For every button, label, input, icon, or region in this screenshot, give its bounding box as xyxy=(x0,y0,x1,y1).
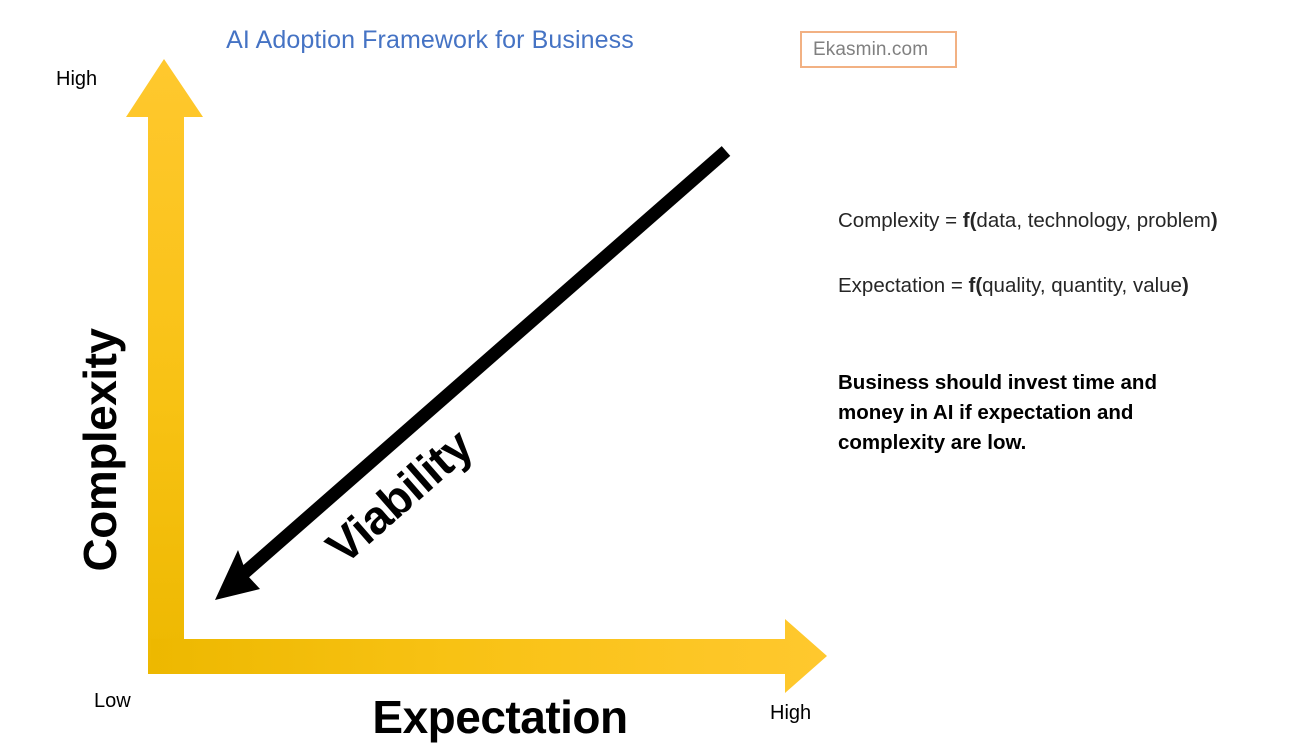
formula-expectation-args: quality, quantity, value xyxy=(982,274,1182,297)
x-axis-title: Expectation xyxy=(372,691,628,743)
x-axis-arrow xyxy=(151,619,827,693)
x-axis-low-label: Low xyxy=(94,690,131,712)
brand-label: Ekasmin.com xyxy=(813,38,929,60)
x-axis-high-label: High xyxy=(770,702,812,724)
formula-expectation: Expectation = f(quality, quantity, value… xyxy=(838,274,1189,298)
formula-complexity: Complexity = f(data, technology, problem… xyxy=(838,209,1218,233)
insight-text: Business should invest time and money in… xyxy=(838,371,1157,454)
formula-expectation-close: ) xyxy=(1181,274,1189,297)
y-axis-high-label: High xyxy=(56,68,98,90)
formula-complexity-close: ) xyxy=(1210,209,1218,232)
formula-expectation-fn: f( xyxy=(968,274,983,297)
formula-expectation-lhs: Expectation = xyxy=(838,274,969,297)
viability-label: Viability xyxy=(315,418,483,574)
formula-complexity-args: data, technology, problem xyxy=(976,209,1211,232)
brand-badge: Ekasmin.com xyxy=(800,31,957,68)
y-axis-arrow xyxy=(126,59,203,674)
viability-arrow xyxy=(215,146,731,600)
formula-complexity-lhs: Complexity = xyxy=(838,209,963,232)
page-title: AI Adoption Framework for Business xyxy=(226,26,634,54)
y-axis-title: Complexity xyxy=(74,328,126,572)
formula-complexity-fn: f( xyxy=(962,209,977,232)
